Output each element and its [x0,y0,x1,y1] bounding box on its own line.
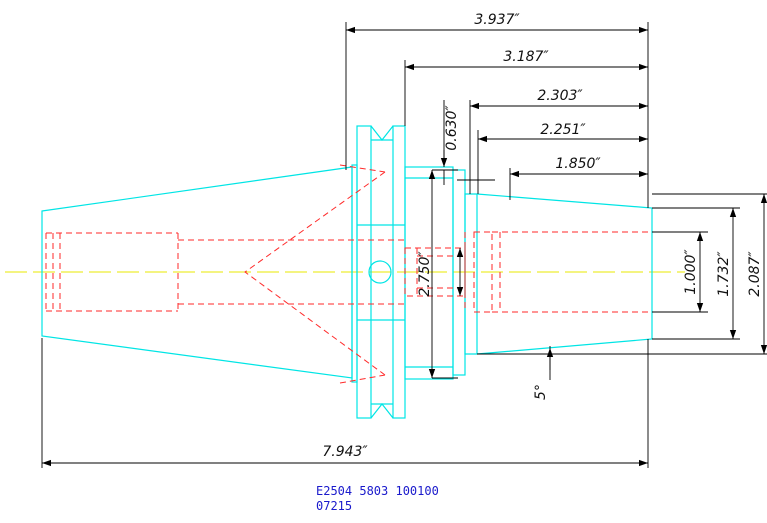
nose-taper [464,193,653,355]
dim-2303: 2.303″ [537,88,583,104]
drive-hole [368,260,392,284]
dim-1732: 1.732″ [716,251,732,297]
dim-3937: 3.937″ [474,12,520,28]
dim-3187: 3.187″ [503,49,549,65]
dim-taper-angle: 5° [533,384,549,400]
hidden-features [45,164,652,384]
dim-1850: 1.850″ [555,156,601,172]
dim-2750: 2.750″ [417,251,433,297]
dim-2087: 2.087″ [747,251,763,297]
reference-code-line2: 07215 [316,499,352,513]
dim-0630: 0.630″ [444,105,460,151]
dimension-lines [41,22,767,468]
dim-7943: 7.943″ [322,444,368,460]
dim-2251: 2.251″ [540,122,586,138]
reference-code-line1: E2504 5803 100100 [316,484,439,498]
dim-1000: 1.000″ [683,249,699,295]
